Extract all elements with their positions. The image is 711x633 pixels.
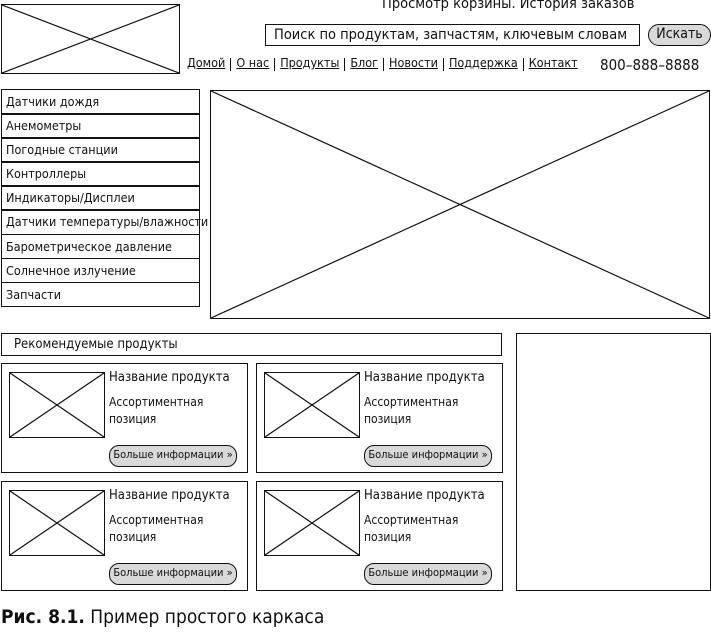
logo-placeholder[interactable]: [1, 4, 180, 74]
nav-item-products[interactable]: Продукты: [280, 55, 340, 70]
cart-history-links[interactable]: Просмотр корзины. История заказов: [382, 0, 635, 12]
more-info-button[interactable]: Больше информации »: [109, 445, 237, 467]
image-placeholder-icon: [265, 373, 359, 437]
product-image-placeholder[interactable]: [264, 372, 360, 438]
nav-item-support[interactable]: Поддержка: [448, 55, 518, 70]
nav-item-news[interactable]: Новости: [389, 55, 438, 70]
image-placeholder-icon: [10, 373, 104, 437]
product-description: Ассортиментная позиция: [364, 395, 459, 426]
product-image-placeholder[interactable]: [9, 372, 105, 438]
product-card[interactable]: Название продукта Ассортиментная позиция…: [256, 363, 503, 473]
phone-number: 800–888–8888: [600, 56, 700, 74]
product-description: Ассортиментная позиция: [109, 513, 204, 544]
main-nav: Домой О нас Продукты Блог Новости Поддержка Ко…: [187, 55, 578, 71]
product-card[interactable]: Название продукта Ассортиментная позиция…: [1, 481, 248, 591]
figure-number: Рис. 8.1.: [1, 606, 85, 628]
hero-banner-placeholder[interactable]: [210, 90, 710, 319]
sidebar-item-controllers[interactable]: Контроллеры: [1, 161, 200, 187]
product-image-placeholder[interactable]: [264, 490, 360, 556]
category-sidebar: Датчики дождя Анемометры Погодные станци…: [1, 89, 208, 308]
nav-separator: [274, 58, 276, 71]
image-placeholder-icon: [2, 5, 179, 73]
nav-separator: [230, 58, 232, 71]
side-panel-placeholder: [516, 333, 711, 591]
figure-caption: Рис. 8.1. Пример простого каркаса: [1, 606, 324, 628]
sidebar-item-rain-sensors[interactable]: Датчики дождя: [1, 89, 200, 115]
more-info-button[interactable]: Больше информации »: [364, 445, 492, 467]
nav-separator: [383, 58, 385, 71]
sidebar-item-weather-stations[interactable]: Погодные станции: [1, 137, 200, 163]
image-placeholder-icon: [10, 491, 104, 555]
sidebar-item-barometric[interactable]: Барометрическое давление: [1, 233, 200, 260]
sidebar-item-solar[interactable]: Солнечное излучение: [1, 257, 200, 284]
product-name[interactable]: Название продукта: [109, 488, 230, 503]
nav-separator: [344, 58, 346, 71]
nav-item-contact[interactable]: Контакт: [528, 55, 578, 70]
product-card[interactable]: Название продукта Ассортиментная позиция…: [256, 481, 503, 591]
search-input[interactable]: Поиск по продуктам, запчастям, ключевым …: [265, 24, 640, 46]
product-name[interactable]: Название продукта: [364, 370, 485, 385]
figure-caption-text: Пример простого каркаса: [84, 606, 325, 628]
search-button[interactable]: Искать: [648, 24, 711, 46]
nav-item-about[interactable]: О нас: [236, 55, 270, 70]
product-description: Ассортиментная позиция: [364, 513, 459, 544]
nav-item-home[interactable]: Домой: [187, 55, 226, 70]
image-placeholder-icon: [211, 91, 709, 318]
sidebar-item-displays[interactable]: Индикаторы/Дисплеи: [1, 185, 200, 211]
image-placeholder-icon: [265, 491, 359, 555]
product-name[interactable]: Название продукта: [109, 370, 230, 385]
nav-item-blog[interactable]: Блог: [350, 55, 379, 70]
sidebar-item-anemometers[interactable]: Анемометры: [1, 113, 200, 139]
featured-products-title: Рекомендуемые продукты: [1, 333, 502, 356]
product-image-placeholder[interactable]: [9, 490, 105, 556]
more-info-button[interactable]: Больше информации »: [109, 563, 237, 585]
nav-separator: [522, 58, 524, 71]
sidebar-item-parts[interactable]: Запчасти: [1, 281, 200, 308]
product-card[interactable]: Название продукта Ассортиментная позиция…: [1, 363, 248, 473]
product-name[interactable]: Название продукта: [364, 488, 485, 503]
sidebar-item-temp-humidity[interactable]: Датчики температуры/влажности: [1, 209, 208, 236]
product-description: Ассортиментная позиция: [109, 395, 204, 426]
nav-separator: [442, 58, 444, 71]
more-info-button[interactable]: Больше информации »: [364, 563, 492, 585]
